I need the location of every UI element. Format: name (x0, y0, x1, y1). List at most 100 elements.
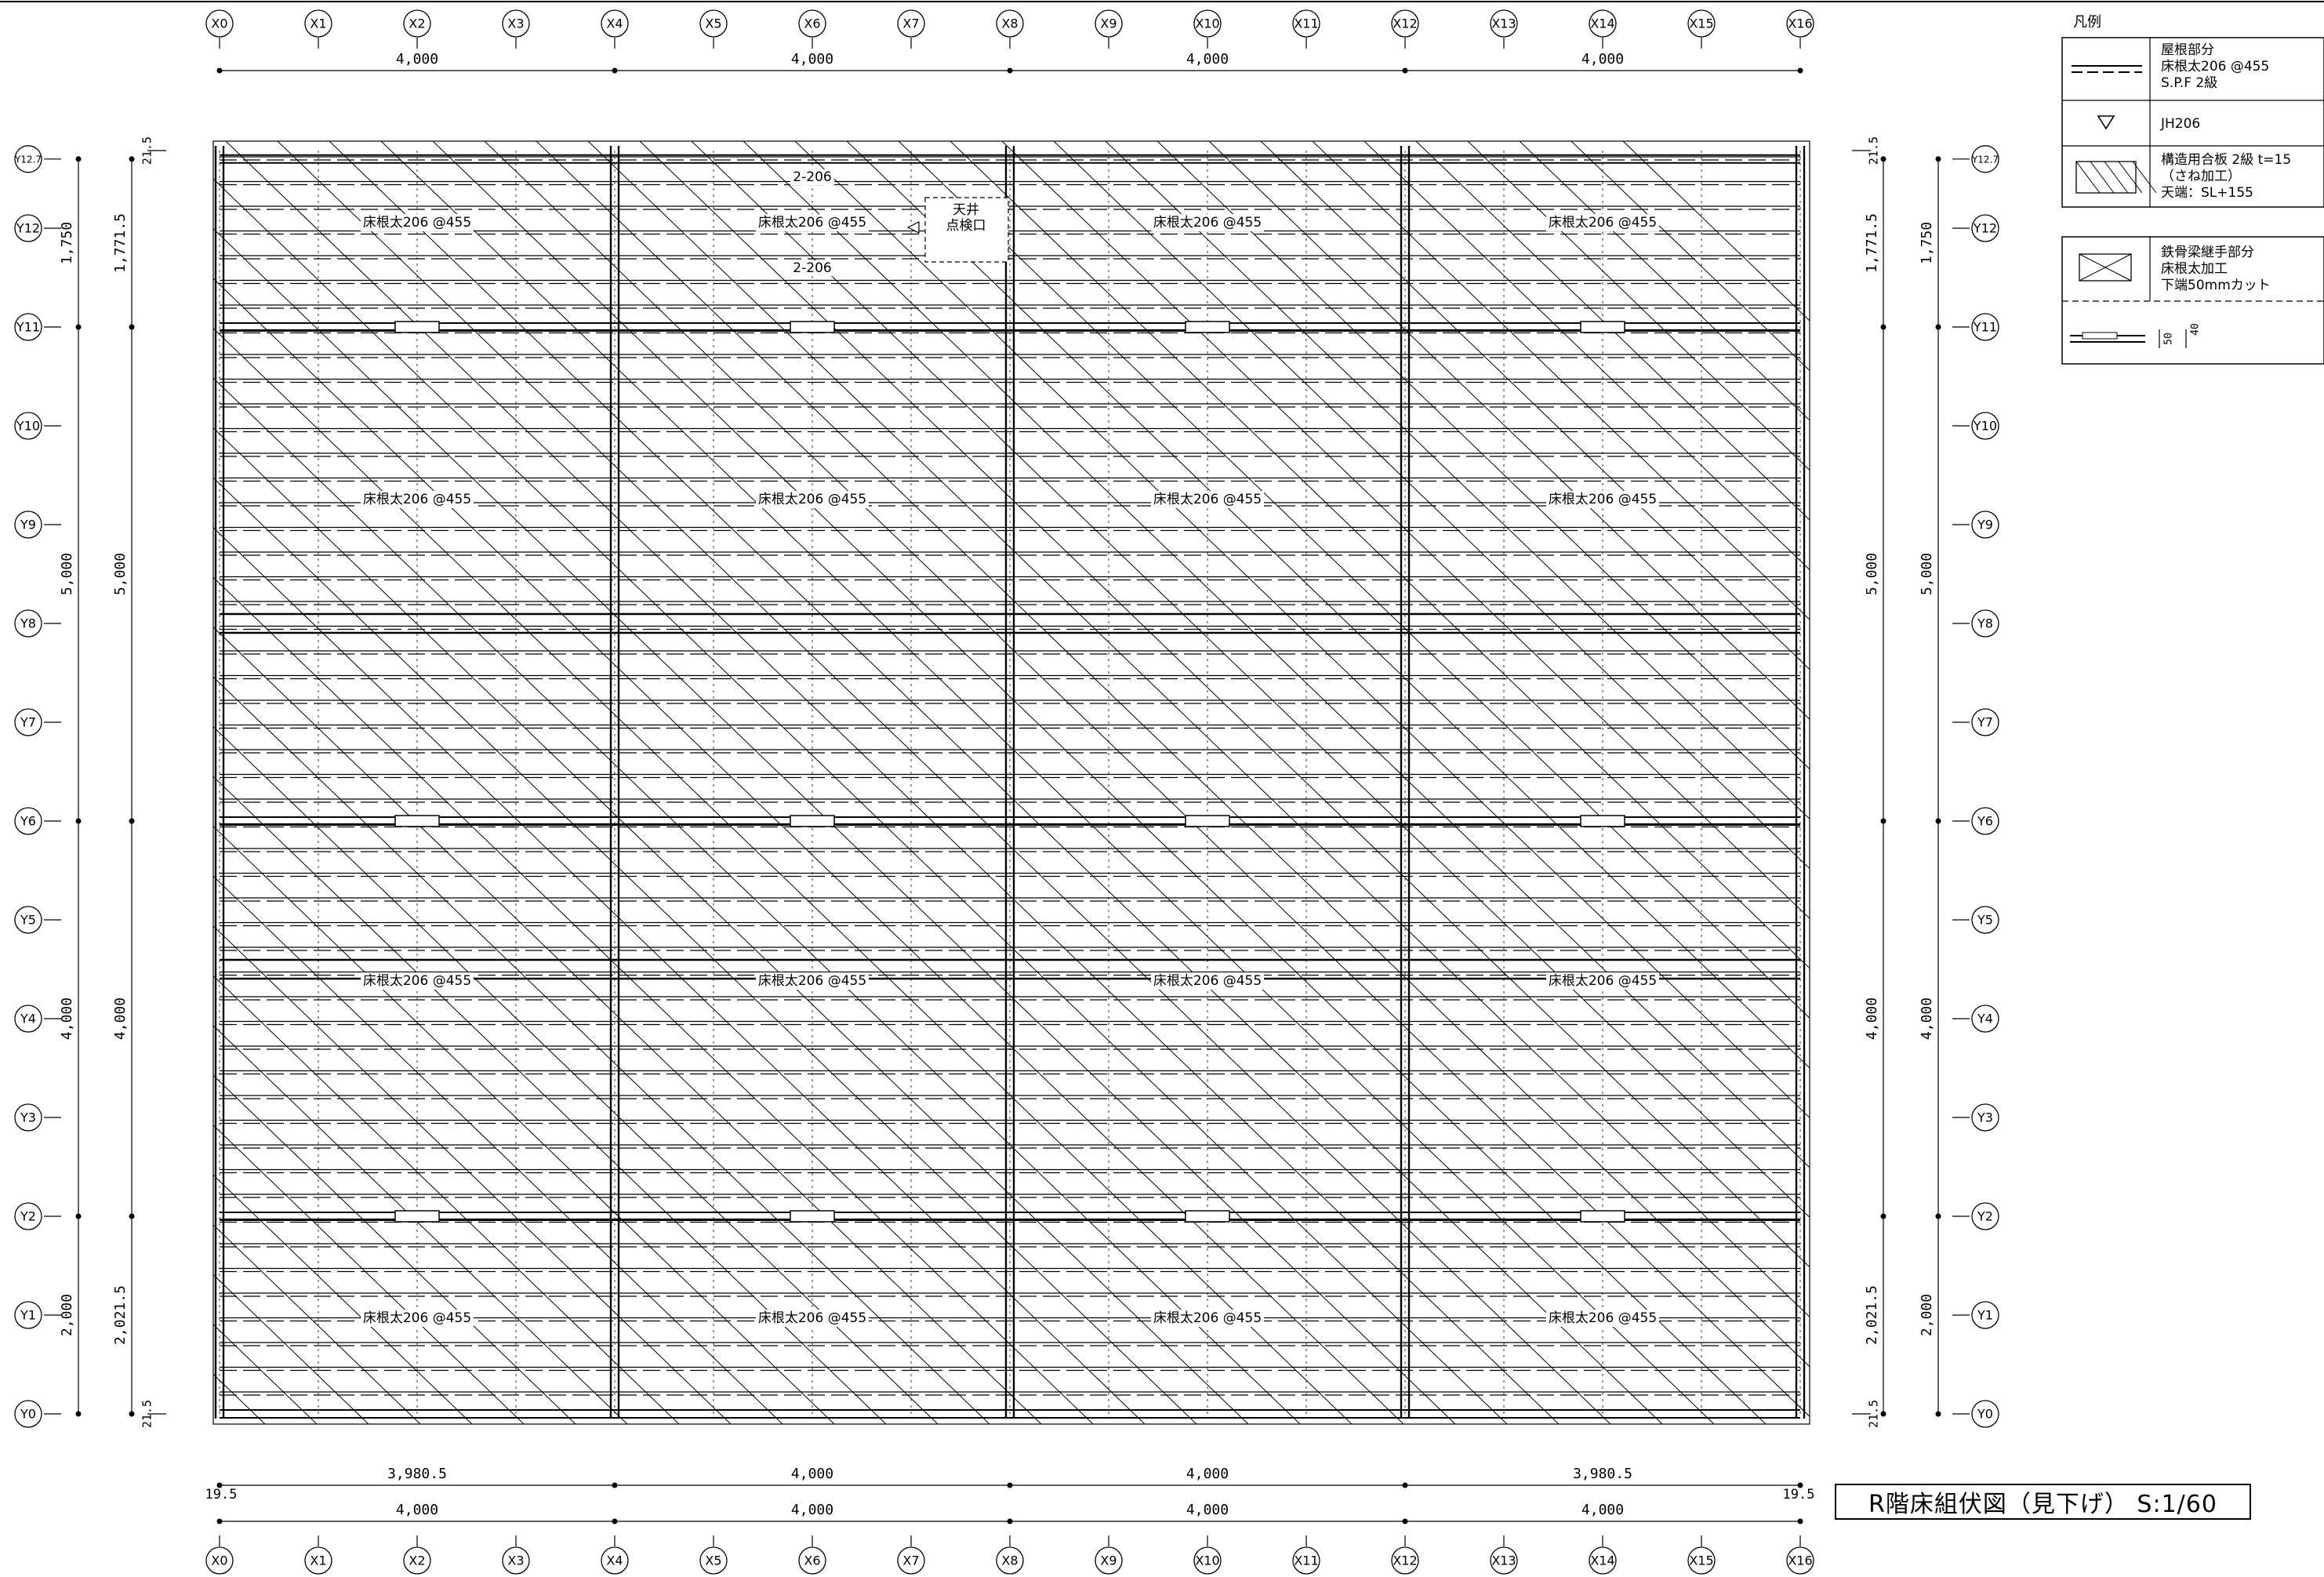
hatch-line (639, 141, 1810, 1268)
grid-x-label: X13 (1491, 16, 1516, 31)
dim-tick (1935, 1411, 1941, 1417)
plywood-hatch (213, 141, 1810, 1424)
hatch-line (691, 141, 1810, 1219)
grid-x-label: X7 (902, 1553, 919, 1568)
beam-joint (1580, 1210, 1625, 1223)
dim-edge-offset: 19.5 (205, 1487, 238, 1503)
grid-bubble (1971, 412, 1999, 440)
legend-hanger-symbol (2097, 115, 2115, 130)
grid-bubble (798, 1546, 826, 1575)
grid-x-label: X0 (211, 1553, 227, 1568)
grid-bubble (205, 9, 234, 38)
grid-x-label: X3 (507, 16, 524, 31)
dim-tick (1402, 1518, 1408, 1524)
grid-bubble (1786, 1546, 1814, 1575)
grid-x-label: X16 (1788, 1553, 1812, 1568)
dim-right-inner: 1,771.5 (1864, 213, 1880, 273)
grid-x-label: X2 (409, 1553, 425, 1568)
grid-bubble (699, 9, 728, 38)
dim-right-inner: 4,000 (1864, 997, 1880, 1040)
hatch-line (1467, 141, 1810, 471)
dim-right-outer: 1,750 (1919, 222, 1935, 264)
label-bg (1546, 972, 1659, 990)
grid-x-label: X2 (409, 16, 425, 31)
grid-bubble (304, 1546, 332, 1575)
label-bg (1151, 491, 1264, 508)
grid-x-label: X5 (705, 1553, 721, 1568)
dim-tick (1880, 818, 1886, 824)
dim-tick (129, 156, 135, 162)
hatch-line (213, 1074, 576, 1424)
legend-joist-cut (2082, 332, 2118, 340)
hatch-line (794, 141, 1810, 1118)
dim-tick (1007, 67, 1013, 74)
dim-bottom-inner: 3,980.5 (387, 1466, 447, 1482)
grid-bubble (502, 1546, 530, 1575)
grid-y-label: Y3 (20, 1110, 36, 1125)
hatch-line (1260, 141, 1810, 670)
joist-label: 床根太206 @455 (1549, 973, 1657, 989)
grid-bubble (1391, 9, 1419, 38)
hatch-line (213, 826, 835, 1424)
grid-bubble (1971, 807, 1999, 835)
hatch-line (536, 141, 1810, 1368)
grid-bubble (1292, 9, 1320, 38)
grid-bubble (1971, 214, 1999, 242)
legend-hatch-line (2104, 161, 2129, 194)
legend-dim-40: 40 (2190, 323, 2202, 336)
dim-tick (1007, 1482, 1013, 1488)
dim-tick (1402, 67, 1408, 74)
hatch-line (213, 278, 1404, 1424)
beam-joint (790, 321, 835, 333)
dim-tick (612, 67, 618, 74)
hatch-line (432, 141, 1767, 1424)
joist-label: 床根太206 @455 (363, 215, 471, 231)
beam-joint (1580, 815, 1625, 827)
hatch-line (1364, 141, 1810, 571)
grid-bubble (1589, 9, 1617, 38)
legend-beam-joint-text: 鉄骨梁継手部分 床根太加工 下端50mmカット (2161, 245, 2271, 293)
hatch-line (1415, 141, 1810, 521)
dim-tick (129, 818, 135, 824)
grid-y-label: Y3 (1977, 1110, 1993, 1125)
hatch-line (329, 141, 1663, 1424)
grid-x-label: X9 (1100, 16, 1117, 31)
grid-bubble (1971, 1005, 1999, 1033)
grid-bubble (304, 9, 332, 38)
grid-bubble (14, 412, 42, 440)
grid-x-label: X8 (1001, 1553, 1018, 1568)
joist-label: 床根太206 @455 (1153, 973, 1262, 989)
grid-y-label: Y1 (20, 1308, 36, 1323)
dim-bottom-outer: 4,000 (791, 1502, 833, 1518)
dim-left-outer: 2,000 (59, 1294, 75, 1336)
dim-tick (129, 1411, 135, 1417)
label-bg (361, 491, 474, 508)
hatch-line (225, 141, 1560, 1424)
grid-y-label: Y9 (1977, 518, 1993, 532)
dim-edge-small: 21.5 (140, 1400, 154, 1428)
dim-tick (1935, 818, 1941, 824)
grid-x-label: X9 (1100, 1553, 1117, 1568)
grid-y-label: Y7 (1977, 715, 1993, 730)
steel-beams (214, 146, 1806, 1419)
dim-tick (612, 1482, 618, 1488)
beam-joint (790, 1210, 835, 1223)
grid-x-label: X12 (1393, 16, 1417, 31)
dim-left-outer: 1,750 (59, 222, 75, 264)
beam-joint (1580, 321, 1625, 333)
dim-tick (1880, 1213, 1886, 1219)
beam-joint (790, 815, 835, 827)
grid-x-label: X4 (606, 16, 623, 31)
dim-bottom-inner: 4,000 (1186, 1466, 1229, 1482)
grid-lines (44, 38, 1970, 1546)
dim-tick (1797, 67, 1803, 74)
dim-top: 4,000 (791, 51, 833, 67)
label-bg (790, 169, 834, 185)
grid-y-label: Y9 (20, 518, 36, 532)
dim-left-inner: 2,021.5 (112, 1285, 129, 1345)
hatch-line (213, 676, 990, 1424)
label-bg (756, 972, 869, 990)
dim-tick (129, 1213, 135, 1219)
